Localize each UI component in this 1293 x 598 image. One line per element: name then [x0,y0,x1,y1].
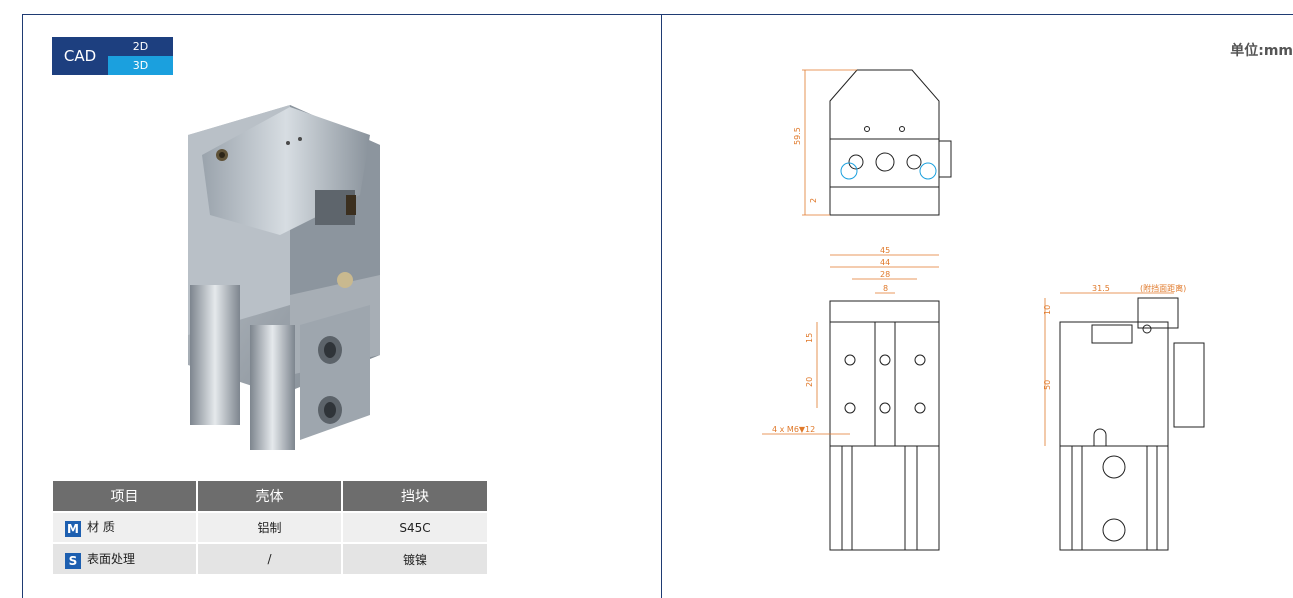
block-material: S45C [342,511,487,543]
frame-left-line [22,14,23,598]
dim-15: 15 [805,333,814,343]
row-label: 材 质 [87,520,115,534]
frame-divider [661,14,662,598]
product-photo [188,105,380,450]
front-view [829,300,940,551]
cad-format-switch: 2D 3D [108,37,173,75]
spec-table: 项目 壳体 挡块 M 材 质 铝制 S45C S 表面处理 / 镀镍 [53,481,487,574]
header-housing: 壳体 [197,481,343,512]
dim-hole-note: 4 x M6▼12 [772,425,815,434]
dim-top-height: 59.5 [793,127,802,145]
dim-top-base: 2 [809,198,818,203]
header-block: 挡块 [342,481,487,512]
technical-drawing: 59.5 2 45 44 28 8 15 20 4 x M6▼12 31.5 (… [762,69,1205,551]
material-tag: M [65,521,81,537]
dim-44: 44 [880,258,890,267]
dim-50: 50 [1043,380,1052,390]
surface-tag: S [65,552,81,569]
row-label: 表面处理 [87,551,136,566]
dim-8: 8 [883,284,888,293]
housing-material: 铝制 [197,511,343,543]
block-surface: 镀镍 [342,542,487,574]
cad-label: CAD [52,37,108,75]
dim-28: 28 [880,270,890,279]
table-row: M 材 质 铝制 S45C [53,511,487,543]
top-view [829,69,952,216]
housing-surface: / [197,542,343,574]
dim-side-note: (附挡面距离) [1140,283,1186,293]
dim-20: 20 [805,377,814,387]
frame-top-line [22,14,1293,15]
dim-31-5: 31.5 [1092,284,1110,293]
dim-10: 10 [1043,305,1052,315]
unit-label: 单位:mm [1230,43,1293,59]
dim-45: 45 [880,246,890,255]
cad-badge[interactable]: CAD 2D 3D [52,37,173,75]
side-view [1059,297,1205,551]
cad-2d-button[interactable]: 2D [108,37,173,56]
table-row: S 表面处理 / 镀镍 [53,542,487,574]
header-item: 项目 [53,481,198,512]
cad-3d-button[interactable]: 3D [108,56,173,75]
